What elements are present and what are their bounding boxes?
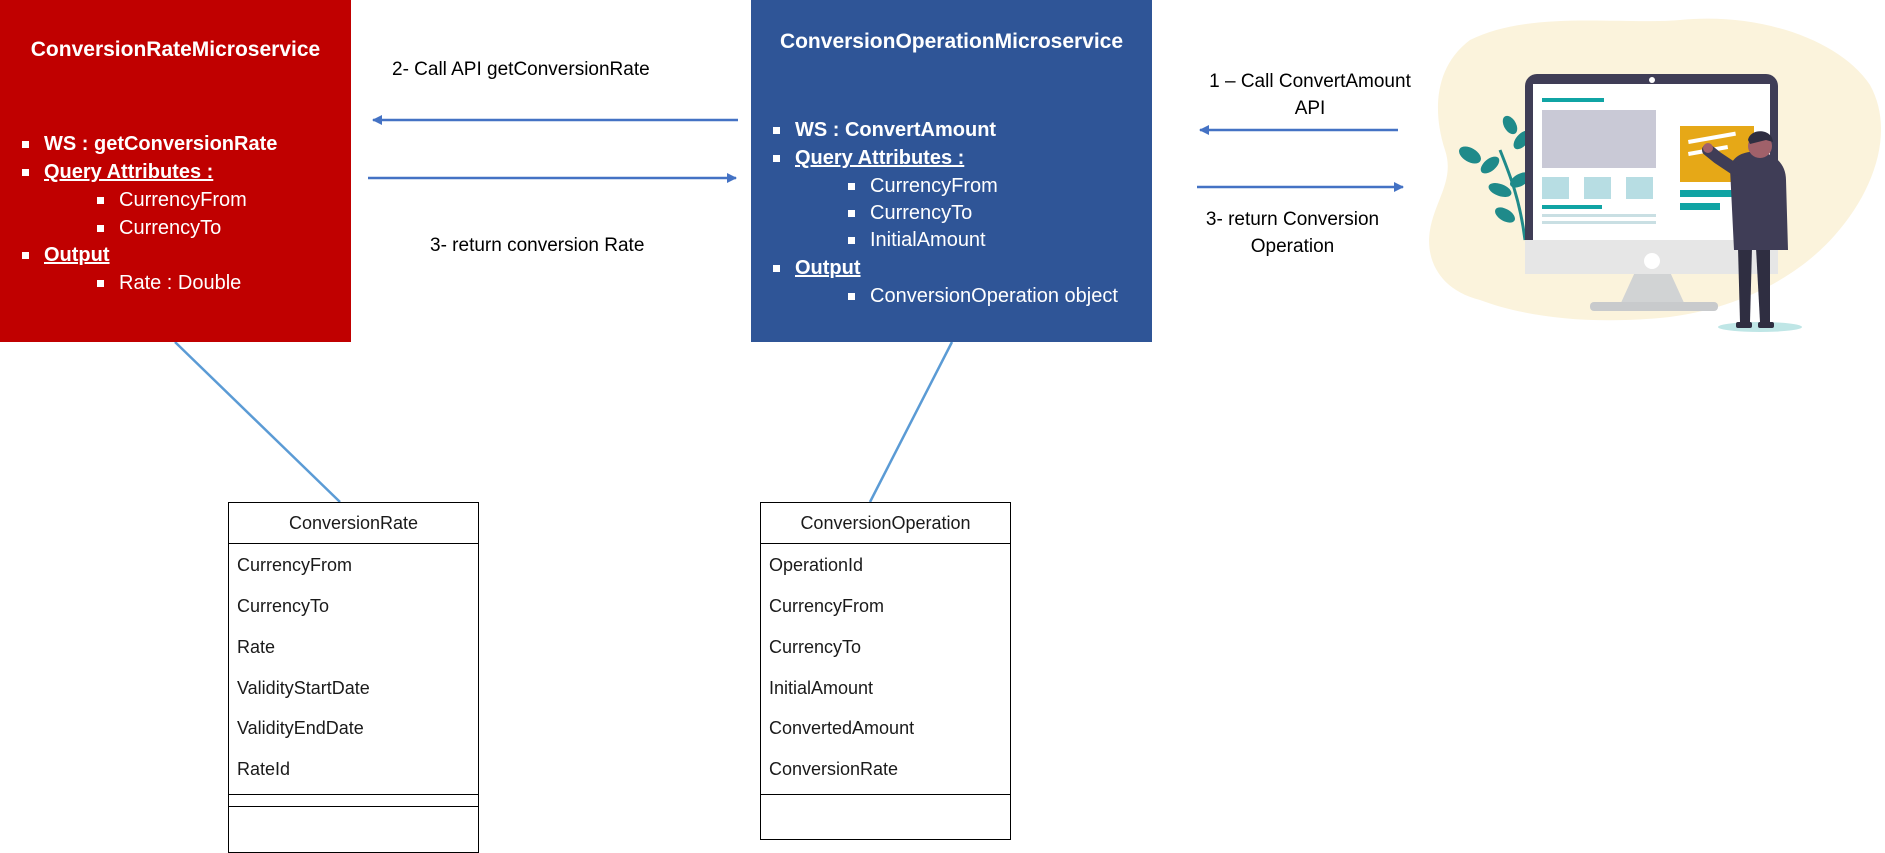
operation-class-attr-currency-to: CurrencyTo [769, 637, 862, 657]
label-call-convert-line1: 1 – Call ConvertAmount [1209, 71, 1411, 92]
rate-class-separator [229, 794, 478, 795]
operation-service-output: Output [773, 257, 861, 279]
conversion-rate-class-name: ConversionRate [229, 503, 478, 544]
link-operation-class [868, 341, 954, 503]
operation-service-output-object: ConversionOperation object [848, 285, 1118, 307]
label-return-operation: 3- return Conversion Operation [1170, 206, 1415, 260]
operation-class-attr-operation-id: OperationId [769, 555, 864, 575]
conversion-operation-microservice: ConversionOperationMicroservice WS : Con… [751, 0, 1152, 342]
link-rate-class [174, 341, 341, 503]
rate-class-attr-currency-to: CurrencyTo [237, 596, 330, 616]
rate-service-attr-currency-from: CurrencyFrom [97, 189, 247, 211]
rate-service-title: ConversionRateMicroservice [30, 38, 321, 61]
operation-class-attr-initial-amount: InitialAmount [769, 678, 874, 698]
operation-service-title: ConversionOperationMicroservice [779, 30, 1124, 53]
conversion-rate-microservice: ConversionRateMicroservice WS : getConve… [0, 0, 351, 342]
label-return-operation-line2: Operation [1250, 236, 1335, 257]
rate-class-attr-rate-id: RateId [237, 759, 291, 779]
rate-service-output: Output [22, 244, 110, 266]
rate-class-attr-rate: Rate [237, 637, 276, 657]
rate-service-output-rate: Rate : Double [96, 272, 242, 294]
operation-class-separator [761, 794, 1010, 795]
operation-service-ws: WS : ConvertAmount [772, 119, 997, 141]
label-call-convert: 1 – Call ConvertAmount API [1185, 68, 1435, 122]
rate-service-query-attributes: Query Attributes : [21, 161, 214, 183]
rate-class-separator-methods [229, 806, 478, 807]
operation-service-query-attributes: Query Attributes : [772, 147, 965, 169]
operation-service-attr-currency-from: CurrencyFrom [848, 175, 998, 197]
conversion-operation-class-name: ConversionOperation [761, 503, 1010, 544]
operation-class-attr-conversion-rate: ConversionRate [769, 759, 899, 779]
rate-class-attr-validity-end-date: ValidityEndDate [237, 718, 364, 738]
operation-service-attr-initial-amount: InitialAmount [848, 229, 986, 251]
conversion-operation-class: ConversionOperation OperationId Currency… [760, 502, 1011, 840]
operation-class-attr-currency-from: CurrencyFrom [769, 596, 885, 616]
operation-service-attr-currency-to: CurrencyTo [847, 202, 973, 224]
label-return-rate: 3- return conversion Rate [430, 235, 645, 256]
label-call-convert-line2: API [1294, 98, 1326, 119]
label-call-rate: 2- Call API getConversionRate [392, 59, 650, 80]
rate-class-attr-currency-from: CurrencyFrom [237, 555, 353, 575]
label-return-operation-line1: 3- return Conversion [1205, 209, 1380, 230]
rate-class-attr-validity-start-date: ValidityStartDate [237, 678, 370, 698]
rate-service-attr-currency-to: CurrencyTo [96, 217, 222, 239]
rate-service-ws: WS : getConversionRate [21, 133, 278, 155]
conversion-rate-class: ConversionRate CurrencyFrom CurrencyTo R… [228, 502, 479, 853]
operation-class-attr-converted-amount: ConvertedAmount [769, 718, 915, 738]
